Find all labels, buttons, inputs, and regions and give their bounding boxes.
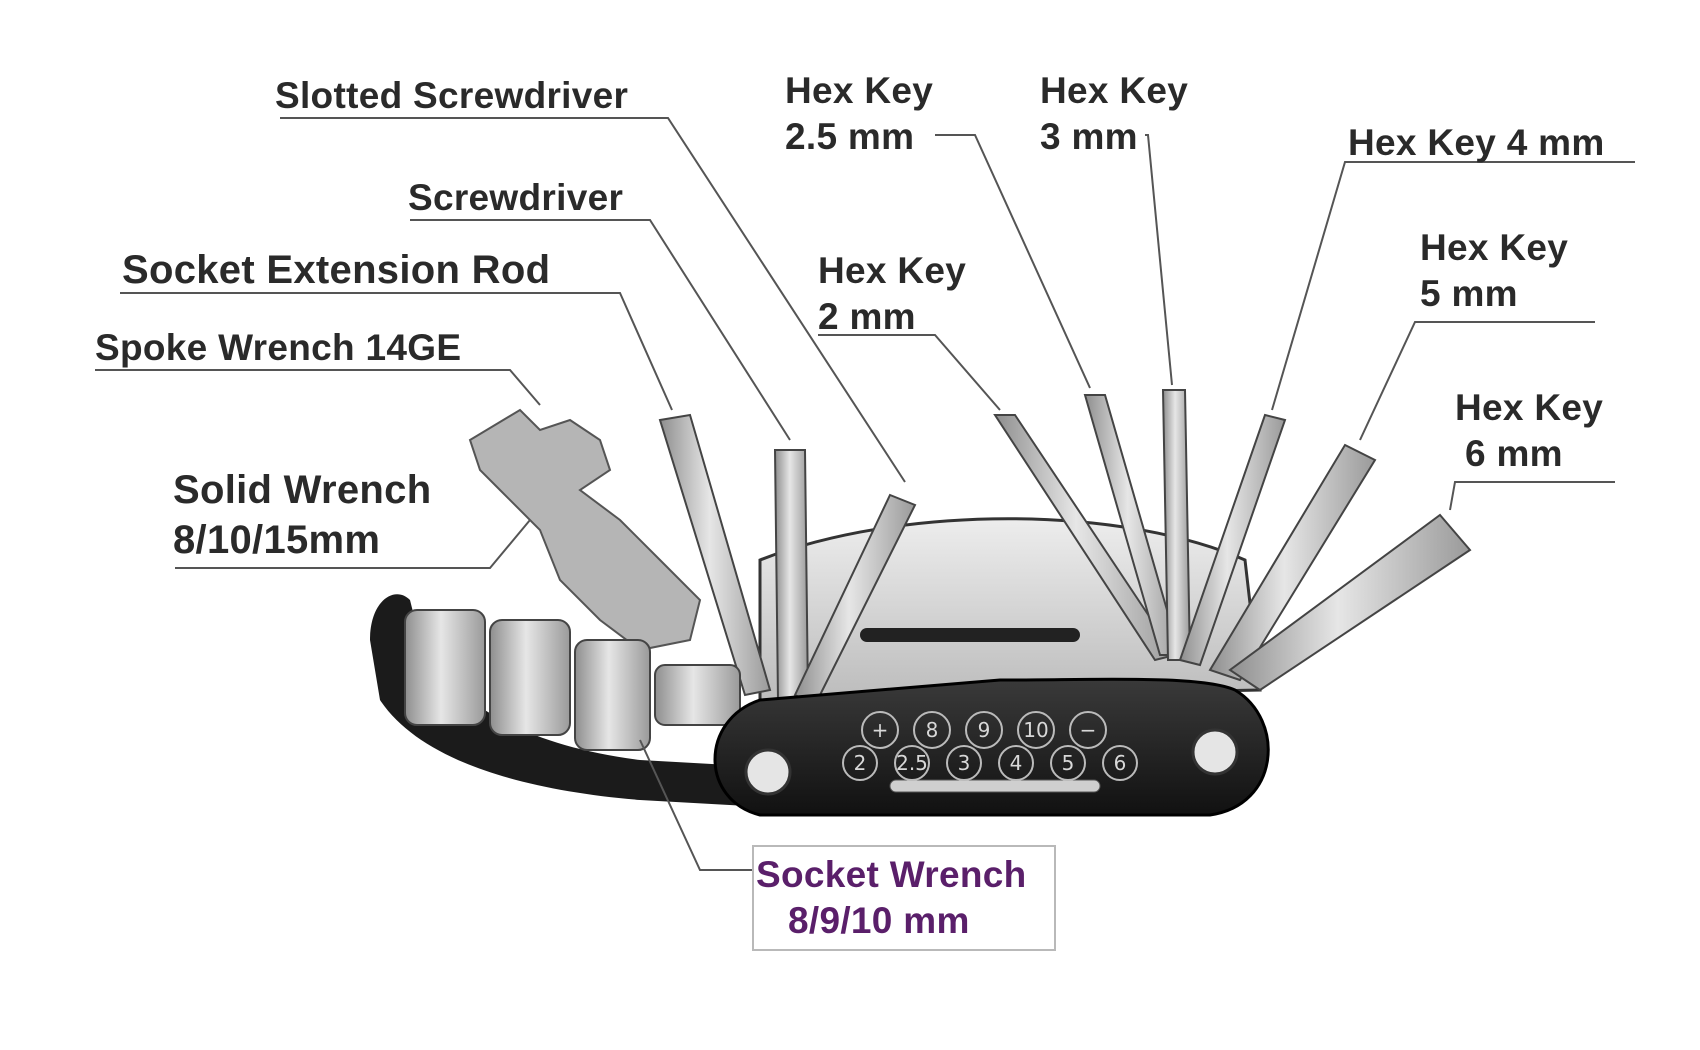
label-socket-wrench: Socket Wrench 8/9/10 mm	[756, 852, 1027, 945]
label-text-line1: Hex Key	[785, 70, 934, 111]
leader-solid-wrench	[175, 519, 531, 569]
marking-ring	[1069, 711, 1107, 749]
socket-extension-coupler	[654, 664, 741, 726]
label-text-line2: 6 mm	[1465, 433, 1563, 475]
leader-hex-6	[1449, 481, 1615, 511]
label-text: Screwdriver	[408, 177, 624, 218]
marking-ring	[1102, 745, 1138, 781]
socket-8	[574, 639, 651, 751]
label-text: Hex Key 4 mm	[1348, 122, 1605, 163]
marking-label: 9	[978, 718, 991, 742]
marking-label: 8	[926, 718, 939, 742]
label-slotted-screwdriver: Slotted Screwdriver	[275, 73, 628, 119]
marking-ring	[946, 745, 982, 781]
label-hex-key-4: Hex Key 4 mm	[1348, 120, 1605, 166]
handle-bolt-left	[744, 748, 792, 796]
sockets	[404, 609, 741, 751]
label-spoke-wrench: Spoke Wrench 14GE	[95, 325, 461, 371]
hex-key-6-blade	[1228, 513, 1472, 692]
plate-slot	[860, 628, 1080, 642]
marking-label: +	[872, 718, 889, 742]
label-hex-key-2: Hex Key 2 mm	[818, 248, 966, 341]
hex-key-5-blade	[1208, 443, 1377, 682]
label-hex-key-6: Hex Key 6 mm	[1455, 385, 1603, 478]
marking-ring	[842, 745, 878, 781]
marking-label: 2.5	[896, 751, 928, 775]
marking-ring	[1017, 711, 1055, 749]
marking-label: 10	[1023, 718, 1048, 742]
socket-wrench-callout-box	[752, 845, 1056, 951]
hex-key-4-blade	[1178, 413, 1287, 667]
label-text: Spoke Wrench 14GE	[95, 327, 462, 368]
spoke-wrench-plate	[468, 408, 702, 652]
label-text-line1: Solid Wrench	[173, 468, 432, 512]
label-text-line2: 3 mm	[1040, 116, 1138, 158]
marking-ring	[965, 711, 1003, 749]
marking-ring	[913, 711, 951, 749]
leader-socket-wrench	[639, 739, 752, 871]
leader-lines	[95, 117, 1635, 871]
marking-ring	[861, 711, 899, 749]
marking-label: 5	[1062, 751, 1075, 775]
label-text-line2: 8/10/15mm	[173, 518, 381, 562]
label-text-line2: 8/9/10 mm	[788, 900, 970, 942]
marking-label: 4	[1010, 751, 1023, 775]
marking-ring	[894, 745, 930, 781]
leader-hex-2	[818, 334, 1001, 411]
leader-spoke-wrench	[95, 369, 541, 406]
leader-hex-5	[1359, 321, 1595, 441]
leader-slotted-screwdriver	[280, 117, 906, 483]
leader-hex-3	[1145, 134, 1173, 386]
label-text-line2: 2.5 mm	[785, 116, 915, 158]
handle-markings: +8 9 10 − 2 2.5 3 4 5 6	[842, 711, 1138, 781]
leader-hex-2-5	[935, 134, 1091, 389]
label-text-line2: 5 mm	[1420, 273, 1518, 315]
socket-holder-arm	[370, 594, 820, 810]
label-hex-key-3: Hex Key 3 mm	[1040, 68, 1188, 161]
handle-bolt-right	[1191, 728, 1239, 776]
label-socket-extension-rod: Socket Extension Rod	[122, 245, 550, 295]
leader-hex-4	[1271, 161, 1635, 411]
label-text-line1: Hex Key	[1040, 70, 1189, 111]
screwdriver-blade	[773, 449, 810, 701]
extension-rod-blade	[658, 413, 772, 697]
label-hex-key-2-5: Hex Key 2.5 mm	[785, 68, 933, 161]
label-solid-wrench: Solid Wrench 8/10/15mm	[173, 465, 431, 565]
label-text-line1: Hex Key	[1455, 387, 1604, 428]
label-text-line1: Hex Key	[1420, 227, 1569, 268]
handle-slot	[889, 779, 1101, 793]
label-text-line2: 2 mm	[818, 296, 916, 338]
label-text: Socket Extension Rod	[122, 248, 551, 292]
marking-label: −	[1080, 718, 1097, 742]
label-text-line1: Socket Wrench	[756, 854, 1027, 895]
marking-label: 6	[1114, 751, 1127, 775]
socket-10	[404, 609, 486, 726]
leader-extension-rod	[120, 292, 673, 411]
marking-ring	[1050, 745, 1086, 781]
marking-label: 2	[854, 751, 867, 775]
socket-9	[489, 619, 571, 736]
marking-label: 3	[958, 751, 971, 775]
leader-screwdriver	[410, 219, 791, 441]
hex-key-3-blade	[1161, 389, 1192, 661]
label-hex-key-5: Hex Key 5 mm	[1420, 225, 1568, 318]
marking-ring	[998, 745, 1034, 781]
label-text-line1: Hex Key	[818, 250, 967, 291]
label-screwdriver: Screwdriver	[408, 175, 623, 221]
label-text: Slotted Screwdriver	[275, 75, 629, 116]
